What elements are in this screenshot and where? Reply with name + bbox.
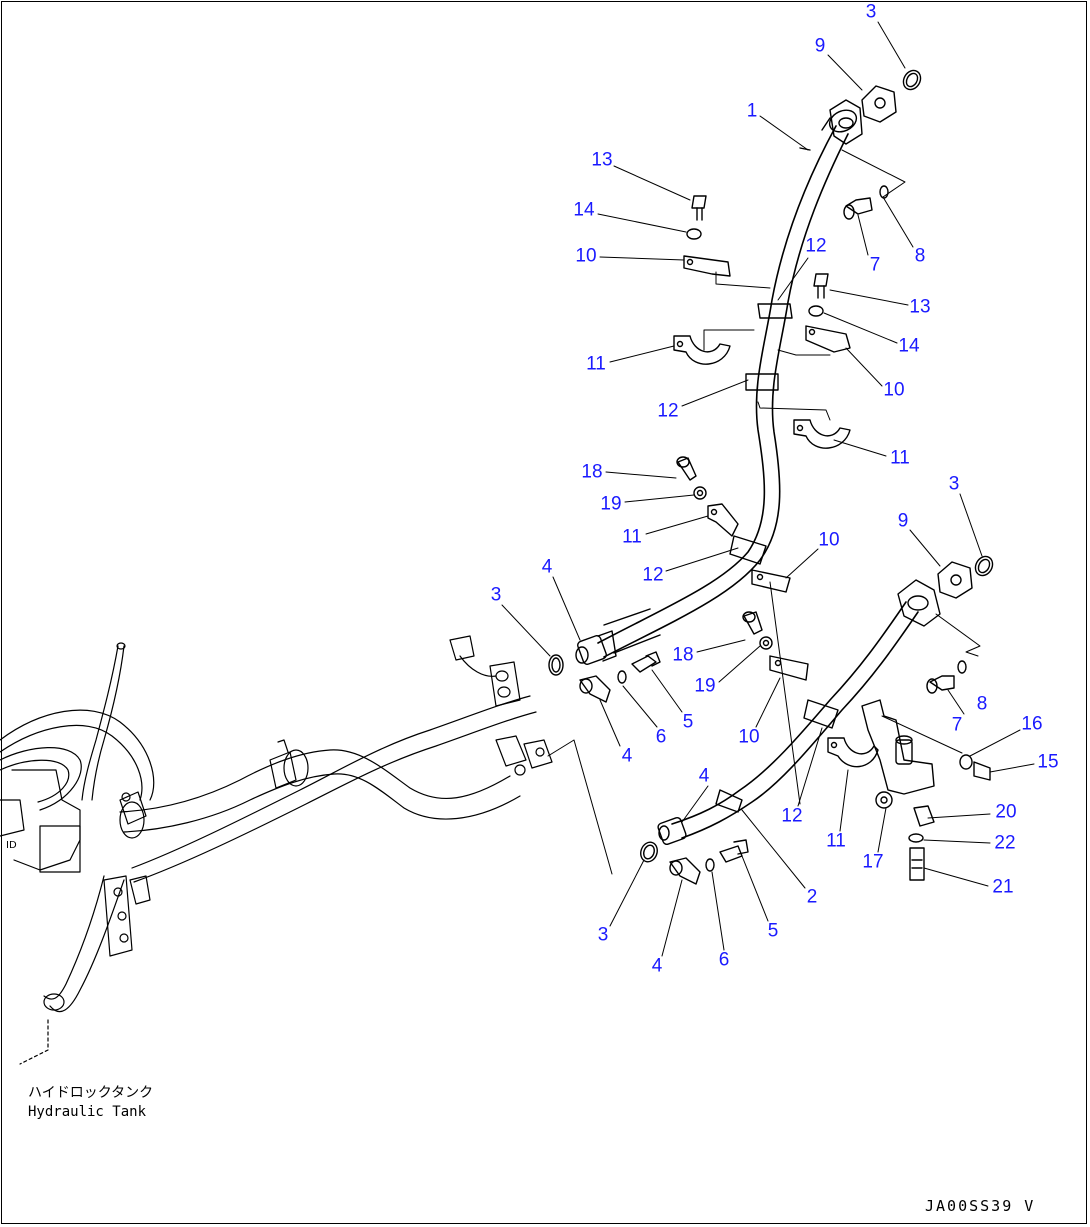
callout-part-7[interactable]: 7 [869, 254, 881, 276]
callout-part-4[interactable]: 4 [651, 955, 663, 977]
callout-part-17[interactable]: 17 [862, 851, 884, 873]
callout-part-19[interactable]: 19 [600, 493, 622, 515]
callout-part-1[interactable]: 1 [746, 100, 758, 122]
hose-2-flange [897, 579, 941, 627]
callout-part-10[interactable]: 10 [575, 245, 597, 267]
callout-part-16[interactable]: 16 [1021, 713, 1043, 735]
callout-part-9[interactable]: 9 [814, 35, 826, 57]
callout-part-11[interactable]: 11 [826, 830, 846, 852]
callout-part-12[interactable]: 12 [781, 805, 803, 827]
clamp-11-parts [673, 335, 879, 768]
o-ring-parts [548, 69, 994, 863]
split-flange-parts [861, 85, 973, 599]
callout-part-7[interactable]: 7 [951, 714, 963, 736]
hose-2-bands [715, 699, 839, 813]
callout-part-4[interactable]: 4 [541, 556, 553, 578]
callout-part-10[interactable]: 10 [883, 379, 905, 401]
callout-part-18[interactable]: 18 [672, 644, 694, 666]
bolt-18-19-parts [676, 456, 773, 650]
leader-lines [501, 21, 1035, 957]
hose-1-bands [729, 147, 811, 565]
callout-part-20[interactable]: 20 [995, 801, 1017, 823]
callout-part-6[interactable]: 6 [655, 726, 667, 748]
drawing-id: JA00SS39 V [925, 1197, 1036, 1215]
callout-part-2[interactable]: 2 [806, 886, 818, 908]
callout-part-12[interactable]: 12 [805, 235, 827, 257]
callout-part-10[interactable]: 10 [818, 529, 840, 551]
callout-part-15[interactable]: 15 [1037, 751, 1059, 773]
callout-part-11[interactable]: 11 [586, 353, 606, 375]
bracket-17-parts [861, 699, 991, 881]
bolt-washer-parts [843, 185, 967, 694]
callout-part-8[interactable]: 8 [914, 245, 926, 267]
callout-part-4[interactable]: 4 [698, 765, 710, 787]
fitting-4-5-6-parts [579, 651, 749, 885]
callout-part-5[interactable]: 5 [767, 920, 779, 942]
hose-2-end-fitting [657, 816, 687, 846]
callout-part-3[interactable]: 3 [597, 924, 609, 946]
clamp-10-parts [683, 255, 851, 681]
bolt-13-14-parts [686, 195, 829, 317]
callout-part-11[interactable]: 11 [622, 526, 642, 548]
callout-part-4[interactable]: 4 [621, 745, 633, 767]
hydraulic-tank-piping: ID [0, 635, 553, 1065]
hose-1-flange [828, 99, 863, 145]
tank-caption-english: Hydraulic Tank [28, 1104, 147, 1120]
callout-part-5[interactable]: 5 [682, 711, 694, 733]
callout-part-12[interactable]: 12 [657, 400, 679, 422]
callout-part-13[interactable]: 13 [591, 149, 613, 171]
callout-part-9[interactable]: 9 [897, 510, 909, 532]
callout-part-22[interactable]: 22 [994, 832, 1016, 854]
svg-text:ID: ID [6, 840, 17, 851]
tank-caption-japanese: ハイドロックタンク [28, 1085, 154, 1101]
callout-part-10[interactable]: 10 [738, 726, 760, 748]
callout-part-19[interactable]: 19 [694, 675, 716, 697]
callout-part-3[interactable]: 3 [865, 1, 877, 23]
callout-part-12[interactable]: 12 [642, 564, 664, 586]
callout-part-21[interactable]: 21 [992, 876, 1014, 898]
hose-2[interactable] [671, 601, 919, 839]
hose-1[interactable] [597, 117, 849, 658]
callout-part-14[interactable]: 14 [898, 335, 920, 357]
callout-part-11[interactable]: 11 [890, 447, 910, 469]
callout-part-3[interactable]: 3 [490, 584, 502, 606]
callout-part-8[interactable]: 8 [976, 693, 988, 715]
hose-1-end-fitting [575, 630, 617, 665]
callout-part-3[interactable]: 3 [948, 473, 960, 495]
callout-part-14[interactable]: 14 [573, 199, 595, 221]
callout-part-13[interactable]: 13 [909, 296, 931, 318]
callout-part-6[interactable]: 6 [718, 949, 730, 971]
callout-part-18[interactable]: 18 [581, 461, 603, 483]
